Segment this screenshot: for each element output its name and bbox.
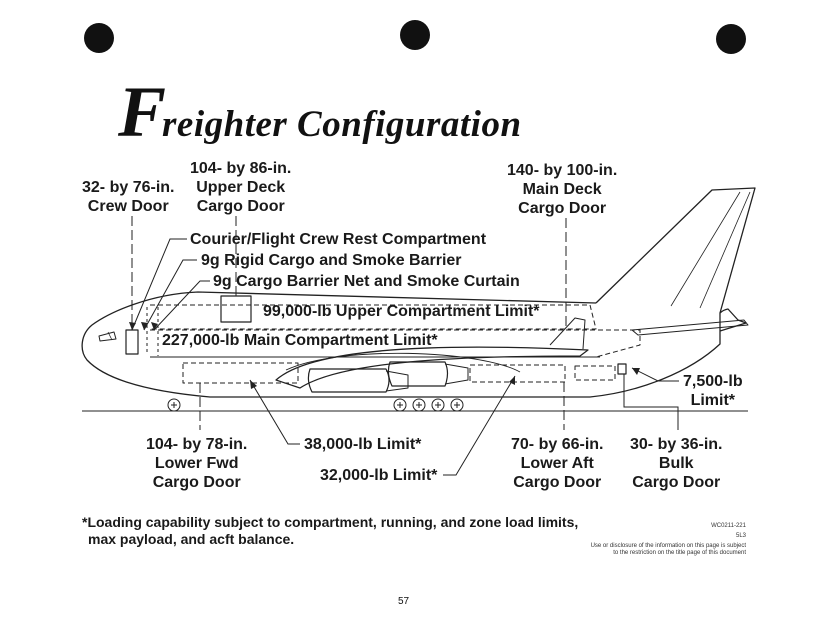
footnote-line-1: *Loading capability subject to compartme… xyxy=(82,514,579,530)
main-gear-wheel-3 xyxy=(431,398,445,412)
leader-rigid-barrier xyxy=(143,259,197,331)
main-deck-door-name: Main Deck xyxy=(522,181,602,198)
wing-root xyxy=(285,352,521,373)
binder-hole-right xyxy=(716,24,746,54)
lower-fwd-hold xyxy=(182,362,299,384)
title-initial: F xyxy=(118,72,167,152)
binder-hole-center xyxy=(400,20,430,50)
wing xyxy=(275,346,589,389)
restriction-notice: Use or disclosure of the information on … xyxy=(560,543,746,557)
doc-reference: WC0211-221 5L3 xyxy=(700,523,746,540)
footnote: *Loading capability subject to compartme… xyxy=(82,514,578,548)
restriction-line-1: Use or disclosure of the information on … xyxy=(590,543,746,549)
crew-door-name: Crew Door xyxy=(87,198,169,215)
label-aft-limit: 32,000-lb Limit* xyxy=(320,467,438,484)
crew-door xyxy=(125,329,139,355)
bulk-door-type: Cargo Door xyxy=(632,474,721,491)
main-gear-wheel-1 xyxy=(393,398,407,412)
label-bulk-door: 30- by 36-in. Bulk Cargo Door xyxy=(630,435,722,492)
upper-deck-compartment xyxy=(150,304,597,330)
label-fwd-limit: 38,000-lb Limit* xyxy=(304,436,422,453)
label-main-limit: 227,000-lb Main Compartment Limit* xyxy=(162,332,438,349)
leader-courier-rest xyxy=(131,238,187,331)
main-deck-door-type: Cargo Door xyxy=(518,200,607,217)
main-gear-wheel-2 xyxy=(412,398,426,412)
cockpit-window-2 xyxy=(107,331,113,341)
horizontal-stabilizer xyxy=(631,319,749,336)
title-rest: reighter Configuration xyxy=(162,104,522,145)
doc-revision: 5L3 xyxy=(735,533,746,539)
lower-fwd-door-name: Lower Fwd xyxy=(154,455,239,472)
page-number: 57 xyxy=(398,596,410,607)
label-barrier-net: 9g Cargo Barrier Net and Smoke Curtain xyxy=(213,273,520,290)
page-title: Freighter Configuration xyxy=(118,76,522,148)
label-rigid-barrier: 9g Rigid Cargo and Smoke Barrier xyxy=(201,252,462,269)
lower-aft-door-name: Lower Aft xyxy=(520,455,594,472)
label-lower-aft-door: 70- by 66-in. Lower Aft Cargo Door xyxy=(511,435,603,492)
label-upper-deck-door: 104- by 86-in. Upper Deck Cargo Door xyxy=(190,159,291,216)
binder-hole-left xyxy=(84,23,114,53)
fuselage xyxy=(81,291,747,398)
lower-fwd-door-size: 104- by 78-in. xyxy=(146,436,248,453)
tail-rudder-line-1 xyxy=(670,191,741,307)
upper-deck-door-size: 104- by 86-in. xyxy=(190,160,292,177)
upper-deck-door-name: Upper Deck xyxy=(196,179,286,196)
inboard-engine-exhaust xyxy=(385,370,409,392)
bulk-door-name: Bulk xyxy=(658,455,694,472)
label-lower-fwd-door: 104- by 78-in. Lower Fwd Cargo Door xyxy=(146,435,247,492)
doc-code: WC0211-221 xyxy=(711,523,746,529)
bulk-hold xyxy=(574,365,616,381)
upper-deck-door-type: Cargo Door xyxy=(196,198,285,215)
bulk-limit-value: 7,500-lb xyxy=(683,373,743,390)
label-bulk-limit: 7,500-lb Limit* xyxy=(683,372,743,410)
outboard-engine-exhaust xyxy=(444,363,469,385)
label-courier-rest: Courier/Flight Crew Rest Compartment xyxy=(190,231,487,248)
wing-tip xyxy=(549,317,586,350)
restriction-line-2: to the restriction on the title page of … xyxy=(613,550,746,556)
lower-aft-door-type: Cargo Door xyxy=(513,474,602,491)
crew-door-size: 32- by 76-in. xyxy=(82,179,175,196)
bulk-cargo-door xyxy=(617,363,627,375)
lower-aft-hold xyxy=(469,364,566,383)
tail-rudder-line-2 xyxy=(699,191,751,309)
leader-bulk-door xyxy=(623,374,679,430)
label-crew-door: 32- by 76-in. Crew Door xyxy=(82,178,174,216)
upper-deck-cargo-door xyxy=(220,295,252,323)
leader-barrier-net xyxy=(153,280,210,331)
label-main-deck-door: 140- by 100-in. Main Deck Cargo Door xyxy=(507,161,617,218)
main-gear-wheel-4 xyxy=(450,398,464,412)
inboard-engine xyxy=(307,368,390,393)
bulk-limit-word: Limit* xyxy=(690,392,736,409)
nose-gear-wheel xyxy=(167,398,181,412)
vertical-tail xyxy=(595,187,756,314)
lower-fwd-door-type: Cargo Door xyxy=(152,474,241,491)
label-upper-limit: 99,000-lb Upper Compartment Limit* xyxy=(263,303,540,320)
footnote-line-2: max payload, and acft balance. xyxy=(88,531,295,547)
leader-fwd-limit xyxy=(249,379,300,445)
lower-aft-door-size: 70- by 66-in. xyxy=(511,436,604,453)
bulk-door-size: 30- by 36-in. xyxy=(630,436,723,453)
outboard-engine xyxy=(387,361,449,387)
main-deck-door-size: 140- by 100-in. xyxy=(507,162,618,179)
cockpit-window xyxy=(98,331,117,342)
leader-aft-limit xyxy=(443,375,516,476)
leader-bulk-limit xyxy=(631,367,679,382)
